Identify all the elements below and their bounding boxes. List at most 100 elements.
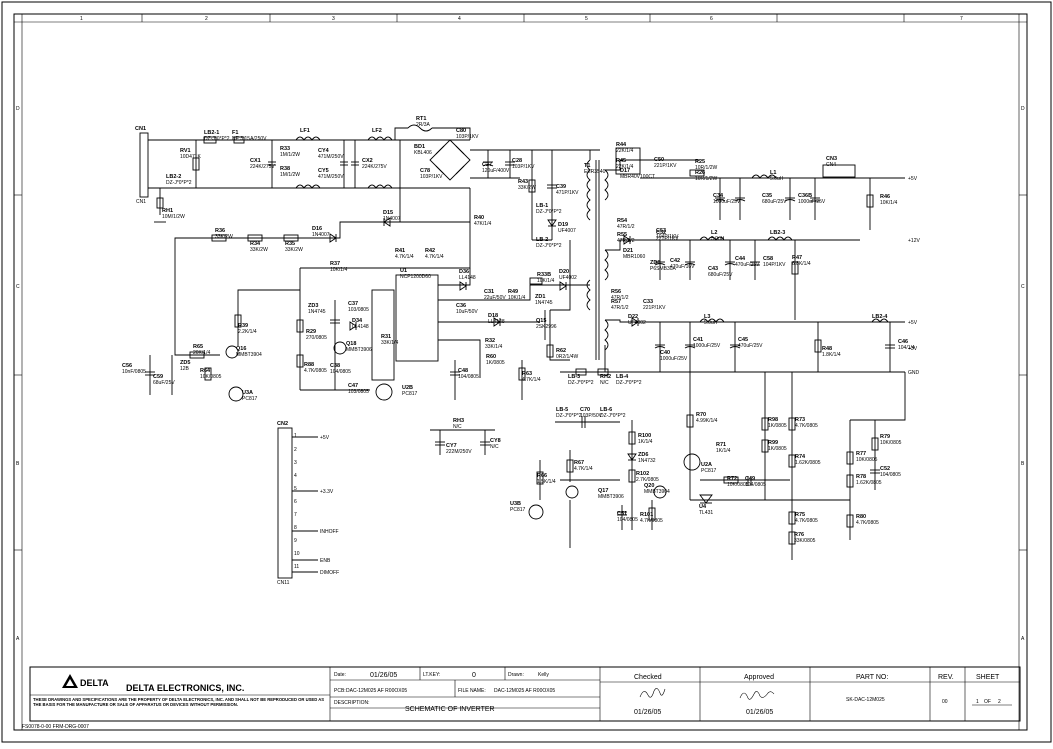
output-label-4: +3V [908,346,918,352]
component-ref: C36 [456,303,466,309]
component-ref: C58 [763,256,773,262]
component-ref: LF1 [300,128,310,134]
component-value: EER3540 [584,169,606,175]
component-value: MBR1060 [623,254,645,260]
component-value: DZ-J*0*P*2 [536,209,562,215]
border-row-b-left: B [16,461,20,467]
component-value: 33K/2W [285,247,303,253]
component-value: 104/1/4 [898,345,915,351]
component-ref: R98 [768,417,778,423]
component-ref: U1 [400,268,407,274]
component-ref: U2A [701,462,712,468]
component-ref: R33 [280,146,290,152]
component-ref: D15 [383,210,393,216]
component-value: 6.8K/1/4 [792,261,811,267]
component-value: MBR40V100CT [620,174,655,180]
cn2-pin-6: 6 [294,499,297,505]
component-lb-5: LB-5DZ-J*0*P*2 [556,407,582,419]
component-ref: C78 [420,168,430,174]
component-ref: R41 [395,248,405,254]
component-lb-1: LB-1DZ-J*0*P*2 [536,203,562,215]
component-value: 4.7K/0805 [856,520,879,526]
component-value: 12B [180,366,190,372]
component-ref: R57 [611,299,621,305]
cn1-sub-label: CN1 [136,199,146,205]
component-value: 1000uF/25V [798,199,826,205]
sheet-number: 1 [976,699,979,705]
component-value: 0R2/1/4W [556,354,579,360]
component-ref: C48 [458,368,468,374]
component-ref: R48 [822,346,832,352]
component-ref: C33 [643,299,653,305]
cn2-pin-10: 10 [294,551,300,557]
component-ref: LB2-3 [770,230,785,236]
cn2-pin-2: 2 [294,447,297,453]
component-ref: LB-3 [568,374,580,380]
component-value: UF4002 [628,320,646,326]
component-value: 1000uF/25V [660,356,688,362]
component-ref: RT1 [416,116,426,122]
sheet-label: SHEET [976,674,1000,681]
component-ref: C80 [456,128,466,134]
cn2-sub-label: CN11 [277,580,290,586]
component-value: 1.5K/1/4 [537,479,556,485]
component-ref: CY5 [318,168,329,174]
component-ref: R37 [330,261,340,267]
component-value: 4.7K/1/4 [574,466,593,472]
component-lb2-2: LB2-2DZ-J*0*P*2 [166,174,192,186]
component-value: 1M/1/2W [280,152,300,158]
component-ref: R25 [695,159,705,165]
component-ref: R80 [856,514,866,520]
component-value: 4.99K/1/4 [696,418,718,424]
component-value: 5.0uH [711,236,725,242]
component-ref: LB-4 [616,374,629,380]
component-value: 1N4745 [308,309,326,315]
part-no-label: PART NO: [856,674,888,681]
connector-labels: CN1 CN1 CN2 CN11 CN3 CN4 1 2 3 4 5 6 7 8… [135,126,920,586]
component-value: 10R/1/2W [695,176,718,182]
approved-signature-icon [739,691,775,700]
component-ref: C38 [330,363,340,369]
component-ref: D22 [628,314,638,320]
component-value: 471M/250V [318,174,344,180]
component-ref: C28 [512,158,522,164]
component-ref: D17 [620,168,630,174]
component-ref: R63 [522,371,532,377]
component-value: LL4148 [352,324,369,330]
border-col-7: 7 [960,16,963,22]
component-value: 20K/1/4 [193,350,210,356]
component-ref: C53 [656,228,666,234]
description-value: SCHEMATIC OF INVERTER [405,706,495,713]
border-col-5: 5 [585,16,588,22]
